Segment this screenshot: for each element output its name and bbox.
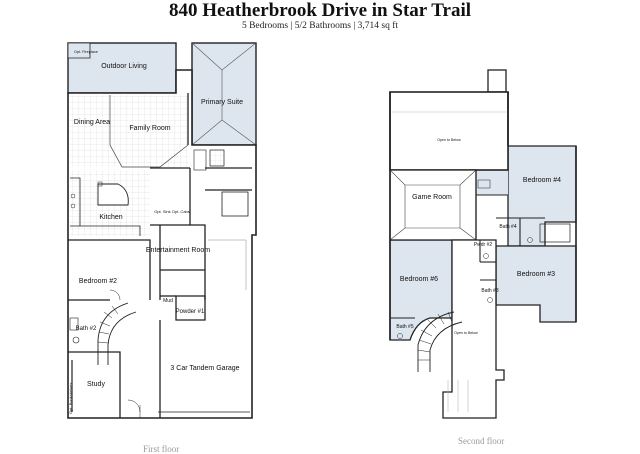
first-floor-interior-walls — [68, 93, 252, 418]
room-label: Bedroom #6 — [400, 276, 438, 283]
first-floor-stair — [97, 302, 137, 365]
second-floor-stair — [417, 311, 463, 372]
room-label: Opt. Bookshelves — [68, 383, 73, 414]
bedroom4-closet — [476, 170, 508, 195]
room-label: Family Room — [129, 125, 170, 132]
bedroom3-area — [495, 245, 577, 323]
first-floor-caption: First floor — [143, 444, 180, 454]
fireplace-label: Opt. Fireplace — [74, 50, 98, 54]
range-icon — [70, 193, 76, 199]
primary-suite-area — [191, 42, 257, 146]
toilet-icon — [487, 297, 493, 303]
range-icon — [70, 203, 76, 209]
room-label: Bedroom #2 — [79, 278, 117, 285]
toilet-icon — [397, 333, 403, 339]
open-to-below-top — [389, 91, 509, 171]
shower-icon — [209, 149, 225, 167]
room-label: Open to Below — [454, 331, 478, 335]
room-label: Mud — [163, 298, 173, 304]
tub-icon — [539, 223, 571, 243]
room-label: Bath #4 — [499, 224, 516, 230]
vanity-icon — [69, 317, 79, 331]
room-label: Pwdr #2 — [474, 242, 493, 248]
sink-icon — [97, 181, 103, 187]
room-label: Entertainment Room — [146, 247, 210, 254]
second-floor-hall — [442, 239, 505, 419]
fireplace-nook — [67, 42, 91, 59]
room-label: Bedroom #4 — [523, 177, 561, 184]
stair-treads — [97, 305, 119, 353]
chimney — [487, 69, 507, 93]
game-room-ceiling — [389, 169, 477, 241]
room-label: Dining Area — [74, 119, 110, 126]
door-swing — [109, 289, 121, 301]
railing — [447, 380, 469, 412]
room-label: Outdoor Living — [101, 63, 147, 70]
vanity-icon — [477, 179, 491, 189]
second-floor-plan: Open to Below Game Room Bedroom #4 Bath … — [389, 69, 577, 419]
room-label: Game Room — [412, 194, 452, 201]
bedroom4-area — [507, 145, 577, 247]
room-label: Opt. Sink Opt. Cabs — [154, 209, 190, 214]
room-label: Bedroom #3 — [517, 271, 555, 278]
dining-family-floor — [70, 95, 188, 167]
tub-icon — [221, 191, 249, 217]
room-label: Bath #5 — [396, 324, 413, 330]
kitchen-counters — [70, 177, 141, 236]
stair-treads — [417, 311, 453, 361]
primary-ceiling-lines — [191, 42, 257, 146]
room-label: Kitchen — [99, 214, 122, 221]
toilet-icon — [72, 336, 80, 344]
room-label: Powder #1 — [176, 309, 205, 315]
room-label: Bath #2 — [76, 326, 97, 332]
first-floor-plan: Opt. Fireplace Outdoor Living Primary Su… — [67, 42, 257, 419]
toilet-icon — [483, 253, 489, 259]
second-floor-outline — [389, 92, 577, 340]
room-label: Open to Below — [437, 138, 461, 142]
room-label: Primary Suite — [201, 99, 243, 106]
toilet-icon — [527, 237, 533, 243]
page-title: 840 Heatherbrook Drive in Star Trail — [168, 0, 472, 21]
page-subtitle: 5 Bedrooms | 5/2 Bathrooms | 3,714 sq ft — [241, 21, 399, 31]
room-label: 3 Car Tandem Garage — [170, 365, 239, 372]
second-floor-interior-walls — [390, 170, 545, 319]
closet-shelf — [193, 149, 207, 171]
kitchen-island — [97, 183, 129, 206]
garage-parking-line — [208, 239, 247, 290]
family-ceiling-lines — [109, 95, 189, 168]
bedroom6-area — [389, 239, 453, 341]
room-label: Study — [87, 381, 105, 388]
room-label: Bath #3 — [481, 288, 498, 294]
second-floor-caption: Second floor — [458, 436, 505, 446]
door-swing — [127, 399, 141, 418]
